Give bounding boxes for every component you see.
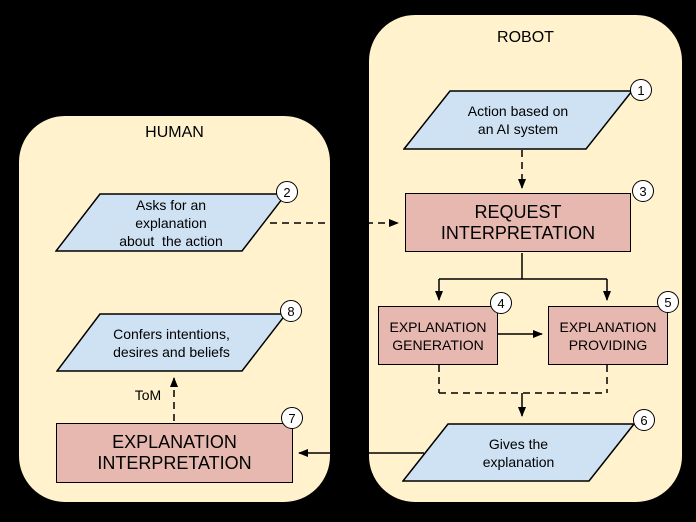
node-asks-for-explanation: Asks for an explanation about the action bbox=[55, 193, 287, 252]
parallelogram-shape bbox=[55, 193, 287, 252]
node-action-based-on-ai: Action based on an AI system bbox=[403, 90, 633, 150]
robot-container-title: ROBOT bbox=[497, 29, 554, 46]
node-label: Gives the explanation bbox=[482, 435, 555, 470]
node-explanation-interpretation: EXPLANATION INTERPRETATION bbox=[56, 423, 293, 483]
node-request-interpretation: REQUEST INTERPRETATION bbox=[405, 193, 631, 252]
node-confers-intentions: Confers intentions, desires and beliefs bbox=[56, 313, 287, 372]
tom-edge-label: ToM bbox=[134, 387, 162, 403]
step-badge-2: 2 bbox=[276, 181, 298, 203]
step-badge-6: 6 bbox=[633, 409, 655, 431]
step-badge-3: 3 bbox=[632, 180, 654, 202]
parallelogram-shape bbox=[403, 90, 633, 150]
node-label: Confers intentions, desires and beliefs bbox=[113, 325, 230, 360]
parallelogram-shape bbox=[56, 313, 287, 372]
parallelogram-shape bbox=[402, 423, 635, 482]
step-badge-5: 5 bbox=[657, 291, 679, 313]
node-explanation-generation: EXPLANATION GENERATION bbox=[378, 306, 498, 365]
step-badge-7: 7 bbox=[281, 407, 303, 429]
human-container-title: HUMAN bbox=[145, 124, 204, 141]
node-label: Action based on an AI system bbox=[467, 103, 569, 137]
node-gives-explanation: Gives the explanation bbox=[402, 423, 635, 482]
step-badge-1: 1 bbox=[630, 79, 652, 101]
step-badge-8: 8 bbox=[280, 300, 302, 322]
node-label: Asks for an explanation about the action bbox=[119, 196, 223, 249]
step-badge-4: 4 bbox=[490, 292, 512, 314]
node-explanation-providing: EXPLANATION PROVIDING bbox=[548, 306, 668, 365]
